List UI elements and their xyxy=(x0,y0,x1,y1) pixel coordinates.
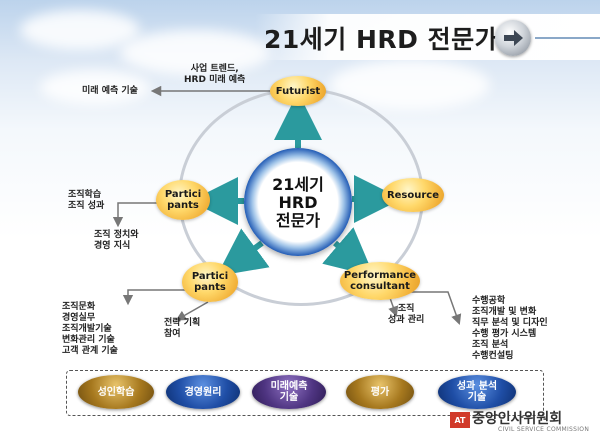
commission-subtitle: CIVIL SERVICE COMMISSION xyxy=(498,426,590,433)
label-futurist-top: 사업 트렌드, HRD 미래 예측 xyxy=(184,64,246,85)
label-participants-lower-left: 조직문화 경영실무 조직개발기술 변화관리 기술 고객 관계 기술 xyxy=(62,302,118,356)
label-participants-upper-below: 조직 정치와 경영 지식 xyxy=(94,230,139,251)
arrow-right-icon xyxy=(504,30,523,46)
competency-evaluation: 평가 xyxy=(346,375,414,409)
node-futurist: Futurist xyxy=(270,76,326,106)
leader-participants-lower-down xyxy=(175,301,209,321)
label-participants-lower-below: 전략 기획 참여 xyxy=(164,318,201,339)
node-participants-upper: Partici pants xyxy=(156,180,210,220)
label-participants-upper-left: 조직학습 조직 성과 xyxy=(68,190,105,211)
node-performance-consultant: Performance consultant xyxy=(340,262,420,300)
cloud xyxy=(120,30,270,75)
label-futurist-left: 미래 예측 기술 xyxy=(82,86,138,96)
competency-management-principles: 경영원리 xyxy=(166,375,240,409)
leader-participants-upper xyxy=(112,202,158,228)
cloud xyxy=(40,70,150,105)
leader-participants-lower xyxy=(122,289,186,306)
title-rule xyxy=(535,37,600,39)
competency-adult-learning: 성인학습 xyxy=(78,375,154,409)
next-arrow-button[interactable] xyxy=(495,20,531,56)
competency-performance-analysis: 성과 분석 기술 xyxy=(438,375,516,409)
label-performance-right: 수행공학 조직개발 및 변화 직무 분석 및 디자인 수행 평가 시스템 조직 … xyxy=(472,296,548,361)
competency-future-forecasting: 미래예측 기술 xyxy=(252,375,326,409)
center-node-label: 21세기 HRD 전문가 xyxy=(272,175,324,230)
arrow-to-performance xyxy=(322,227,375,277)
center-node-hrd-expert: 21세기 HRD 전문가 xyxy=(244,148,352,256)
cloud xyxy=(20,10,140,50)
label-performance-left: 조직 성과 관리 xyxy=(388,304,425,325)
node-resource: Resource xyxy=(382,178,444,212)
page-title: 21세기 HRD 전문가 xyxy=(264,25,499,54)
commission-name: 중앙인사위원회 xyxy=(472,411,563,427)
node-participants-lower: Partici pants xyxy=(182,262,238,302)
leader-performance-left xyxy=(388,297,399,317)
arrow-to-participants-lower xyxy=(216,228,270,277)
commission-logo-icon: AT xyxy=(450,412,470,428)
